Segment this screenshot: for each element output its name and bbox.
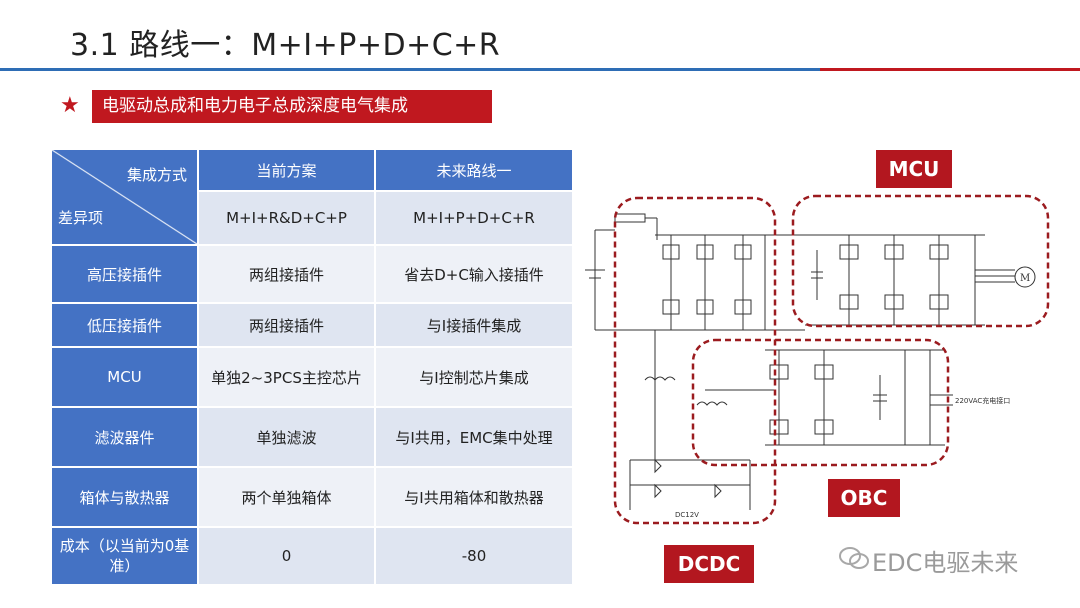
table-corner-cell: 集成方式 差异项 — [50, 148, 199, 246]
row-label: MCU — [50, 346, 199, 408]
obc-tag: OBC — [828, 479, 900, 517]
title-rule-red — [820, 68, 1080, 71]
current-cell: 单独滤波 — [197, 406, 376, 468]
future-cell: 与I共用，EMC集中处理 — [374, 406, 574, 468]
future-cell: -80 — [374, 526, 574, 586]
charge-port-label: 220VAC充电接口 — [955, 396, 1010, 405]
wechat-icon — [839, 547, 869, 569]
column-header-current: 当前方案 — [197, 148, 376, 192]
future-scheme-code: M+I+P+D+C+R — [374, 190, 574, 246]
future-cell: 省去D+C输入接插件 — [374, 244, 574, 304]
table-row: 箱体与散热器 两个单独箱体 与I共用箱体和散热器 — [50, 466, 574, 528]
current-cell: 单独2~3PCS主控芯片 — [197, 346, 376, 408]
table-row: 低压接插件 两组接插件 与I接插件集成 — [50, 302, 574, 348]
table-row: MCU 单独2~3PCS主控芯片 与I控制芯片集成 — [50, 346, 574, 408]
current-cell: 两个单独箱体 — [197, 466, 376, 528]
slide-title: 3.1 路线一：M+I+P+D+C+R — [70, 28, 501, 63]
title-rule-blue — [0, 68, 820, 71]
comparison-table: 集成方式 差异项 当前方案 未来路线一 M+I+R&D+C+P M+I+P+D+… — [50, 148, 574, 586]
future-cell: 与I控制芯片集成 — [374, 346, 574, 408]
row-label: 高压接插件 — [50, 244, 199, 304]
circuit-diagram: M 220VAC充电接口 DC12V — [585, 194, 1050, 525]
future-cell: 与I接插件集成 — [374, 302, 574, 348]
section-heading: 电驱动总成和电力电子总成深度电气集成 — [92, 90, 492, 123]
row-label: 箱体与散热器 — [50, 466, 199, 528]
star-icon: ★ — [60, 93, 80, 118]
mcu-tag: MCU — [876, 150, 952, 188]
corner-header-top: 集成方式 — [126, 166, 187, 184]
current-cell: 两组接插件 — [197, 302, 376, 348]
dcdc-tag: DCDC — [664, 545, 754, 583]
watermark-text: EDC电驱未来 — [872, 549, 1019, 577]
column-header-future: 未来路线一 — [374, 148, 574, 192]
current-scheme-code: M+I+R&D+C+P — [197, 190, 376, 246]
current-cell: 两组接插件 — [197, 244, 376, 304]
table-row: 滤波器件 单独滤波 与I共用，EMC集中处理 — [50, 406, 574, 468]
current-cell: 0 — [197, 526, 376, 586]
table-row: 成本（以当前为0基准） 0 -80 — [50, 526, 574, 586]
row-label: 低压接插件 — [50, 302, 199, 348]
dc-output-label: DC12V — [675, 511, 699, 519]
corner-header-bottom: 差异项 — [58, 209, 104, 227]
row-label: 滤波器件 — [50, 406, 199, 468]
motor-label: M — [1020, 273, 1030, 284]
table-row: 高压接插件 两组接插件 省去D+C输入接插件 — [50, 244, 574, 304]
row-label: 成本（以当前为0基准） — [50, 526, 199, 586]
future-cell: 与I共用箱体和散热器 — [374, 466, 574, 528]
